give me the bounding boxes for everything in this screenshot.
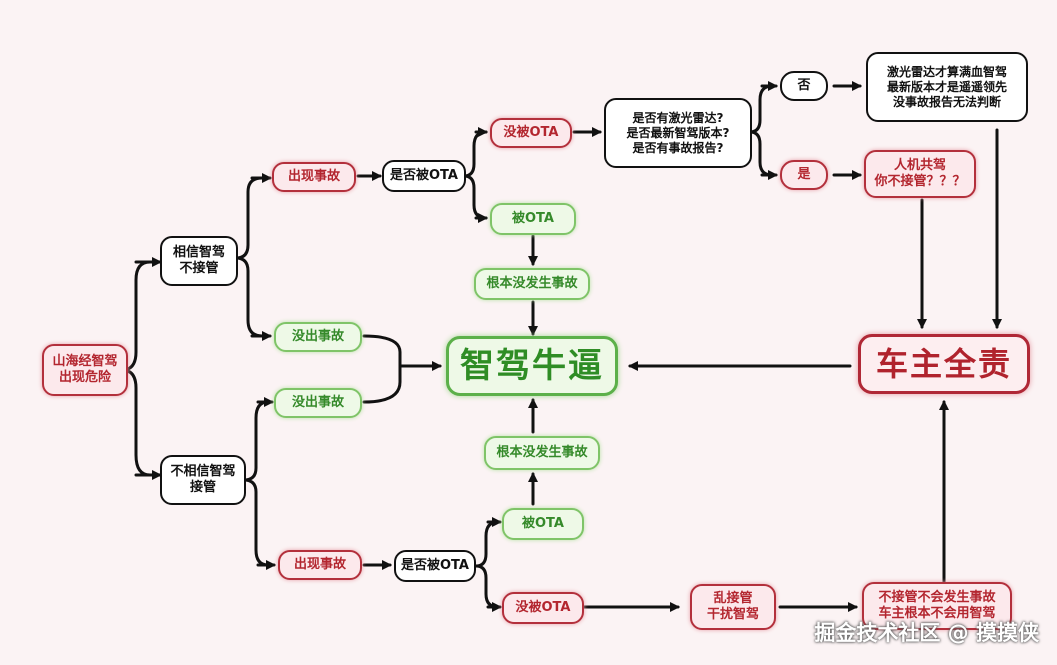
distrust-line-2: 接管: [189, 480, 216, 495]
accident-bottom-node: 出现事故: [278, 550, 362, 580]
brace-ota-bottom: [474, 520, 500, 609]
no-accident-top-node: 没出事故: [274, 322, 362, 352]
lidar-claims-node: 激光雷达才算满血智驾 最新版本才是遥遥领先 没事故报告无法判断: [866, 52, 1028, 122]
yes-node: 是: [780, 160, 828, 190]
smart-drive-awesome-node: 智驾牛逼: [446, 336, 618, 396]
human-line-2: 你不接管？？？: [874, 174, 966, 189]
not-ota-bottom-node: 没被OTA: [502, 592, 584, 624]
accident-top-node: 出现事故: [272, 162, 356, 192]
never-bottom-node: 根本没发生事故: [484, 436, 600, 470]
trust-line-1: 相信智驾: [172, 244, 225, 260]
trust-node: 相信智驾 不接管: [160, 236, 238, 286]
brace-distrust: [242, 400, 270, 567]
no-accident-bottom-node: 没出事故: [274, 388, 362, 418]
question-version: 是否最新智驾版本?: [626, 125, 730, 140]
ota-question-bottom-node: 是否被OTA: [394, 550, 476, 582]
distrust-node: 不相信智驾 接管: [160, 455, 246, 505]
start-line-1: 山海经智驾: [52, 353, 118, 369]
human-machine-node: 人机共驾 你不接管？？？: [864, 150, 976, 198]
no-node: 否: [780, 71, 828, 101]
brace-questions: [748, 84, 774, 177]
lidar-line-1: 激光雷达才算满血智驾: [886, 64, 1007, 79]
no-takeover-line-1: 不接管不会发生事故: [878, 589, 996, 605]
start-line-2: 出现危险: [58, 370, 111, 385]
ota-top-node: 被OTA: [490, 203, 576, 235]
ota-question-top-node: 是否被OTA: [382, 160, 466, 192]
watermark: 掘金技术社区 @ 摸摸侠: [814, 621, 1039, 645]
brace-trust: [234, 176, 264, 338]
brace-ota-top: [462, 130, 488, 220]
trust-line-2: 不接管: [179, 261, 219, 276]
question-lidar: 是否有激光雷达?: [632, 110, 724, 125]
interfere-line-2: 干扰智驾: [706, 607, 759, 622]
questions-node: 是否有激光雷达? 是否最新智驾版本? 是否有事故报告?: [604, 98, 752, 168]
distrust-line-1: 不相信智驾: [170, 463, 236, 479]
owner-full-fault-node: 车主全责: [858, 334, 1030, 394]
merge-noacc: [362, 334, 440, 404]
human-line-1: 人机共驾: [893, 157, 946, 173]
start-node: 山海经智驾 出现危险: [42, 344, 128, 396]
no-takeover-line-2: 车主根本不会用智驾: [878, 606, 996, 621]
never-top-node: 根本没发生事故: [474, 268, 590, 300]
ota-bottom-node: 被OTA: [502, 508, 584, 540]
lidar-line-2: 最新版本才是遥遥领先: [886, 79, 1007, 94]
interfere-line-1: 乱接管: [713, 590, 753, 606]
question-report: 是否有事故报告?: [632, 140, 724, 155]
lidar-line-3: 没事故报告无法判断: [892, 94, 1001, 109]
interfere-node: 乱接管 干扰智驾: [690, 584, 776, 630]
no-takeover-node: 不接管不会发生事故 车主根本不会用智驾: [862, 582, 1012, 630]
not-ota-top-node: 没被OTA: [490, 118, 572, 148]
